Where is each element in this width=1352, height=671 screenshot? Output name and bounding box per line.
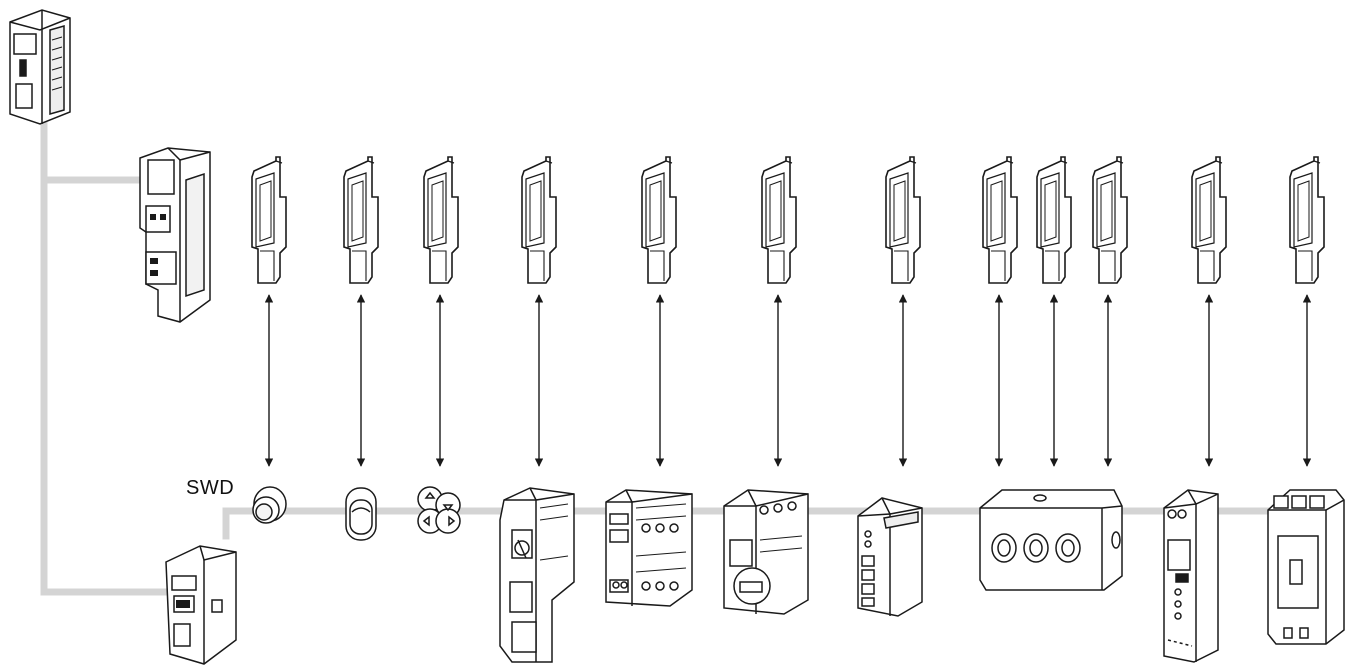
plug-connector — [982, 156, 1018, 284]
variable-frequency-drive-icon — [1163, 489, 1219, 663]
plug-connector — [1092, 156, 1128, 284]
plug-connector — [641, 156, 677, 284]
plug-connector — [1036, 156, 1072, 284]
motor-protective-breaker-icon — [723, 489, 809, 615]
control-station-icon — [979, 489, 1123, 591]
plug-connector — [761, 156, 797, 284]
plug-connector — [521, 156, 557, 284]
plug-connector — [251, 156, 287, 284]
plug-connector — [1289, 156, 1325, 284]
swd-gateway-icon — [165, 545, 237, 665]
connection-arrows — [264, 294, 1312, 467]
io-module-icon — [857, 497, 923, 617]
swd-bus-label: SWD — [186, 477, 235, 499]
four-way-joystick-icon — [417, 486, 461, 534]
plc-controller-icon — [9, 9, 71, 125]
plug-connector — [1191, 156, 1227, 284]
motor-starter-icon — [499, 487, 575, 663]
gateway-module-icon — [139, 147, 211, 323]
plug-connectors — [251, 156, 1325, 284]
plug-connector — [423, 156, 459, 284]
pilot-light-icon — [252, 486, 287, 524]
plug-connector — [885, 156, 921, 284]
circuit-breaker-icon — [1267, 489, 1345, 645]
pushbutton-icon — [345, 487, 377, 541]
contactor-icon — [605, 489, 693, 607]
plug-connector — [343, 156, 379, 284]
